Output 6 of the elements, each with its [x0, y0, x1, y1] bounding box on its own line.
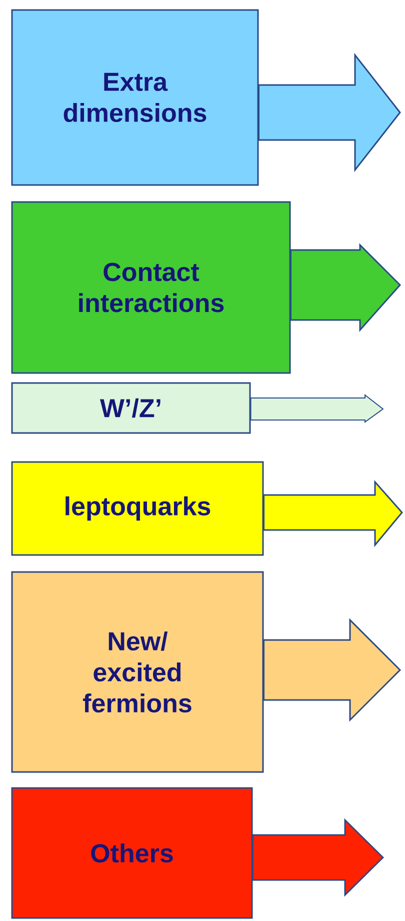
label-box: leptoquarks	[11, 461, 264, 556]
label-box: W’/Z’	[11, 382, 251, 434]
label-box: Contact interactions	[11, 201, 291, 374]
label-box: New/ excited fermions	[11, 571, 264, 773]
label-box: Extra dimensions	[11, 9, 259, 186]
label-box: Others	[11, 787, 253, 919]
